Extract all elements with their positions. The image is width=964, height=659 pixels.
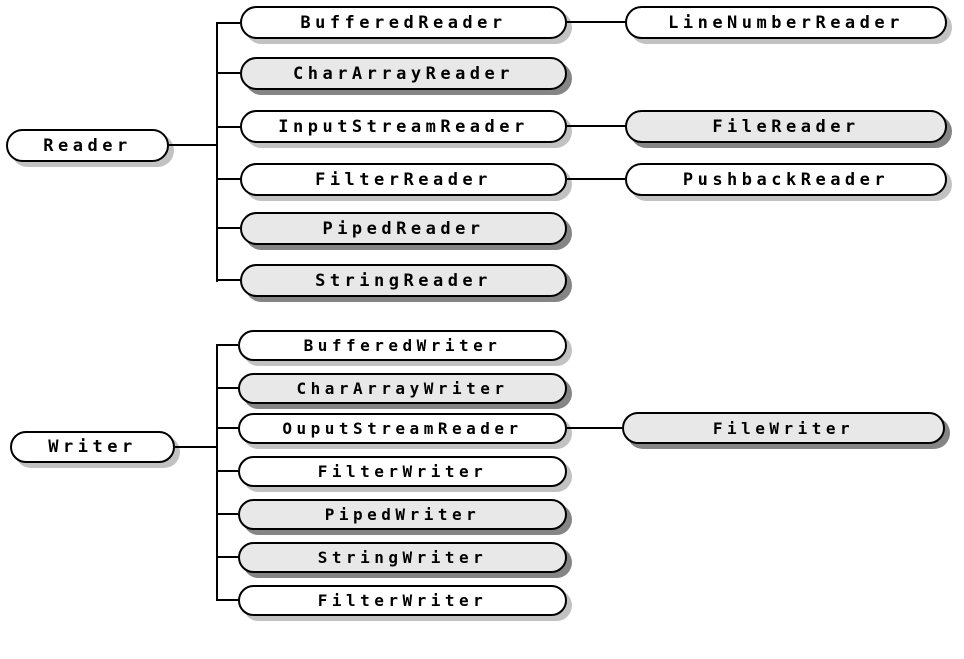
node-string-writer: StringWriter [238,542,567,573]
edge-filterreader-pushbackreader [567,178,625,180]
node-label: CharArrayWriter [296,379,509,398]
node-label: FilterWriter [317,462,488,481]
connector-writer-to-trunk [175,446,217,448]
node-file-writer: FileWriter [622,412,945,444]
node-file-reader: FileReader [625,110,947,143]
node-buffered-reader: BufferedReader [240,6,567,39]
node-label: Writer [48,437,137,457]
node-ouput-stream-reader: OuputStreamReader [238,413,567,444]
node-piped-writer: PipedWriter [238,499,567,530]
connector-writer-trunk [216,345,218,601]
connector-reader-trunk [216,22,218,282]
node-label: FileWriter [712,418,855,438]
connector-stub-pipedwriter [216,513,238,515]
connector-stub-filterwriter [216,470,238,472]
connector-stub-bufferedreader [216,22,240,24]
node-label: Reader [43,135,132,156]
node-label: CharArrayReader [292,63,515,84]
edge-ouputstreamreader-filewriter [567,427,622,429]
node-pushback-reader: PushbackReader [625,163,947,196]
node-line-number-reader: LineNumberReader [625,6,947,39]
node-label: InputStreamReader [278,116,529,137]
node-label: BufferedReader [300,12,507,33]
connector-stub-stringreader [216,279,240,281]
edge-inputstreamreader-filereader [567,125,625,127]
node-input-stream-reader: InputStreamReader [240,110,567,143]
connector-stub-filterreader [216,178,240,180]
node-filter-writer: FilterWriter [238,456,567,487]
node-label: PipedReader [322,218,485,239]
connector-stub-ouputstreamreader [216,427,238,429]
node-label: FilterWriter [317,591,488,610]
node-label: StringWriter [317,548,488,567]
node-label: OuputStreamReader [282,419,523,438]
node-label: LineNumberReader [668,12,904,33]
node-filter-writer-2: FilterWriter [238,585,567,616]
node-char-array-reader: CharArrayReader [240,57,567,90]
connector-reader-to-trunk [169,144,217,146]
node-buffered-writer: BufferedWriter [238,330,567,361]
node-label: StringReader [315,270,492,291]
connector-stub-chararrayreader [216,72,240,74]
node-writer: Writer [10,431,175,463]
connector-stub-bufferedwriter [216,344,238,346]
node-label: PipedWriter [324,505,481,524]
node-label: FileReader [712,116,860,137]
connector-stub-stringwriter [216,556,238,558]
node-reader: Reader [6,129,169,162]
node-piped-reader: PipedReader [240,212,567,245]
node-label: BufferedWriter [303,336,502,355]
node-filter-reader: FilterReader [240,163,567,196]
node-label: FilterReader [315,169,492,190]
connector-stub-chararraywriter [216,387,238,389]
connector-stub-pipedreader [216,227,240,229]
connector-stub-inputstreamreader [216,126,240,128]
node-string-reader: StringReader [240,264,567,297]
node-char-array-writer: CharArrayWriter [238,373,567,404]
connector-stub-filterwriter-2 [216,599,238,601]
edge-bufferedreader-linenumberreader [567,21,625,23]
node-label: PushbackReader [682,169,890,190]
